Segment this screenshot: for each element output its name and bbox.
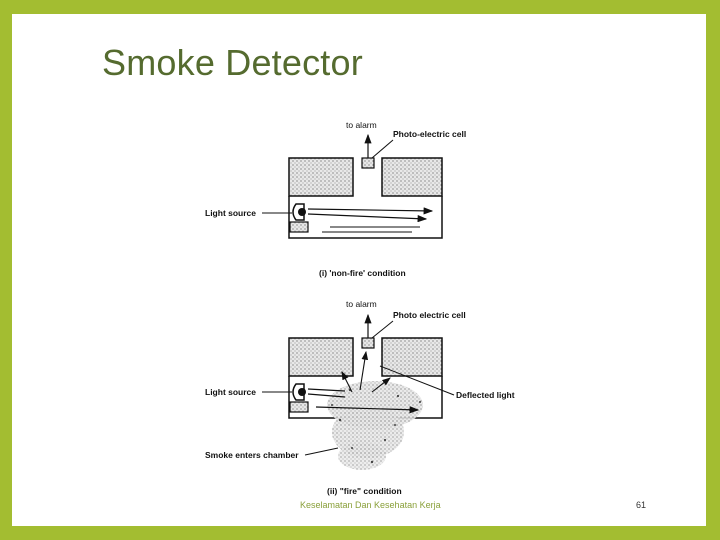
slide: Smoke Detector to alarm Photo-electr (12, 14, 706, 526)
bottom-light-source-label: Light source (205, 387, 256, 397)
chamber-right-block-2 (381, 337, 443, 377)
slide-title: Smoke Detector (102, 42, 363, 83)
light-source-icon (289, 203, 309, 233)
chamber-right-block (381, 157, 443, 197)
top-caption: (i) 'non-fire' condition (319, 268, 406, 278)
bottom-caption: (ii) "fire" condition (327, 486, 402, 496)
bottom-to-alarm-label: to alarm (346, 299, 377, 309)
photo-cell (361, 157, 375, 169)
non-fire-diagram: to alarm Photo-electric cell Light sourc… (205, 120, 466, 278)
deflected-light-label: Deflected light (456, 390, 515, 400)
footer-text: Keselamatan Dan Kesehatan Kerja (300, 500, 441, 510)
smoke-enters-label: Smoke enters chamber (205, 450, 299, 460)
chamber-left-block-2 (288, 337, 354, 377)
fire-diagram: to alarm Photo electric cell Light sourc… (205, 299, 515, 496)
light-source-icon-2 (289, 383, 309, 413)
top-light-source-label: Light source (205, 208, 256, 218)
smoke-detector-diagram: to alarm Photo-electric cell Light sourc… (205, 120, 515, 496)
bottom-photo-cell-label: Photo electric cell (393, 310, 466, 320)
smoke-cloud (327, 381, 423, 470)
top-to-alarm-label: to alarm (346, 120, 377, 130)
photo-cell-2 (361, 337, 375, 349)
top-photo-cell-label: Photo-electric cell (393, 129, 466, 139)
chamber-left-block (288, 157, 354, 197)
page-number: 61 (636, 500, 647, 510)
